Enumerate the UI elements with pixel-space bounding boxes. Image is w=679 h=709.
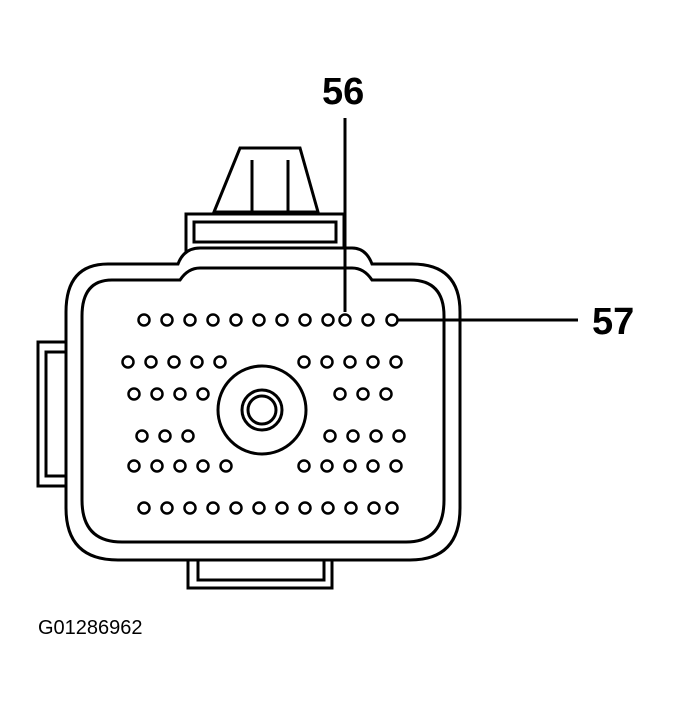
pin-cavity — [369, 429, 383, 443]
pin-cavity — [167, 355, 181, 369]
pin-cavity — [196, 387, 210, 401]
pin-cavity — [135, 429, 149, 443]
figure-id: G01286962 — [38, 617, 143, 639]
pin-cavity — [121, 355, 135, 369]
pin-cavity — [252, 501, 266, 515]
pin-cavity — [321, 313, 335, 327]
pin-cavity — [356, 387, 370, 401]
callout-pin-57: 57 — [592, 301, 634, 343]
pin-cavity — [150, 459, 164, 473]
pin-cavity — [229, 501, 243, 515]
pin-cavity — [206, 313, 220, 327]
pin-cavity — [321, 501, 335, 515]
pin-cavity — [343, 355, 357, 369]
pin-cavity — [320, 355, 334, 369]
side-tab — [36, 340, 70, 488]
pin-cavity — [196, 459, 210, 473]
pin-cavity — [275, 313, 289, 327]
leader-lines — [343, 118, 578, 322]
pin-cavity — [144, 355, 158, 369]
pin-cavity — [137, 501, 151, 515]
pin-cavity — [160, 313, 174, 327]
pin-cavity — [206, 501, 220, 515]
callout-pin-56: 56 — [322, 71, 364, 113]
pin-cavity — [298, 313, 312, 327]
pin-cavity — [366, 459, 380, 473]
pin-cavity — [361, 313, 375, 327]
pin-cavity — [229, 313, 243, 327]
pin-cavity — [181, 429, 195, 443]
pin-cavity — [389, 459, 403, 473]
pin-cavity — [190, 355, 204, 369]
pin-cavity — [323, 429, 337, 443]
pin-cavity — [343, 459, 357, 473]
pin-cavity — [346, 429, 360, 443]
pin-cavity — [297, 459, 311, 473]
pin-cavity — [392, 429, 406, 443]
pin-cavity — [252, 313, 266, 327]
pin-cavity — [385, 313, 399, 327]
pin-cavity — [127, 459, 141, 473]
pin-cavity — [219, 459, 233, 473]
pin-cavity — [213, 355, 227, 369]
pin-cavity — [137, 313, 151, 327]
center-boss — [216, 364, 308, 456]
pin-cavity — [158, 429, 172, 443]
pin-cavity — [389, 355, 403, 369]
pin-cavity — [150, 387, 164, 401]
pin-cavities — [121, 313, 406, 515]
pin-cavity — [297, 355, 311, 369]
pin-cavity — [366, 355, 380, 369]
pin-cavity — [183, 501, 197, 515]
pin-cavity — [367, 501, 381, 515]
pin-cavity — [183, 313, 197, 327]
pin-cavity — [275, 501, 289, 515]
pin-cavity — [379, 387, 393, 401]
pin-cavity — [385, 501, 399, 515]
pin-cavity — [338, 313, 352, 327]
pin-cavity — [333, 387, 347, 401]
pin-cavity — [344, 501, 358, 515]
pin-cavity — [127, 387, 141, 401]
pin-cavity — [173, 459, 187, 473]
pin-cavity — [320, 459, 334, 473]
pin-cavity — [173, 387, 187, 401]
pin-cavity — [298, 501, 312, 515]
pin-cavity — [160, 501, 174, 515]
